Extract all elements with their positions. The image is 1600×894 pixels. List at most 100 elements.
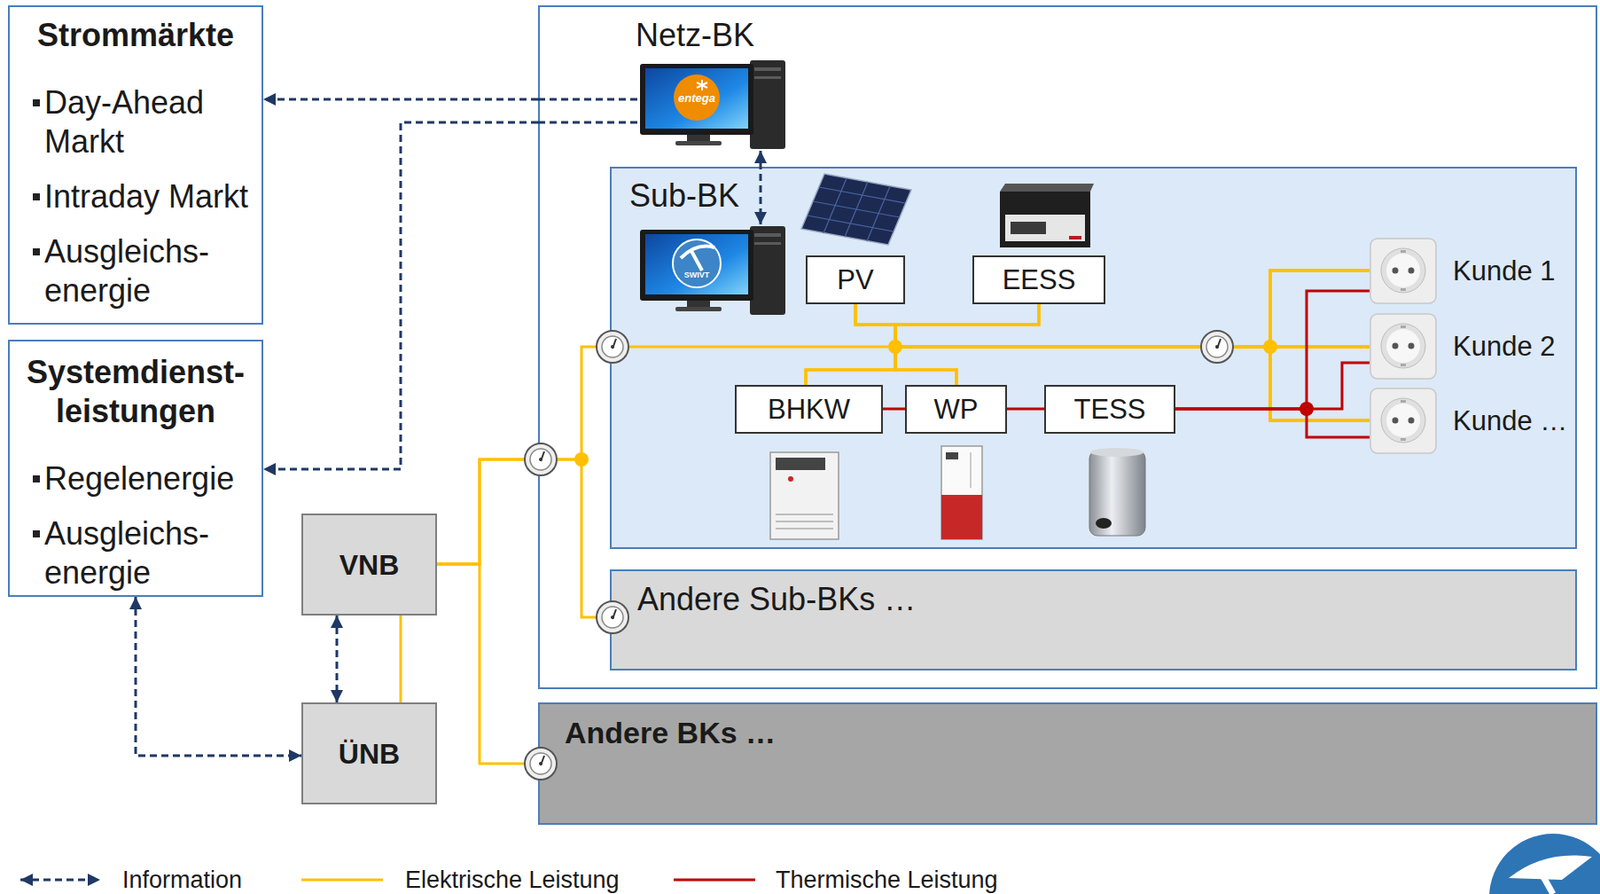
computer-icon-part [675, 306, 722, 312]
screen-logo-text: entega [673, 91, 720, 106]
heat-line [882, 407, 906, 411]
component-box: WP [905, 384, 1007, 434]
power-line [805, 346, 1370, 385]
legend-text: Thermische Leistung [775, 865, 999, 894]
socket-symbol-part [1381, 398, 1426, 443]
legend-samples-part [673, 878, 756, 882]
socket-symbol [1369, 237, 1437, 305]
other-sub-groups-region: Andere Sub-BKs … [609, 569, 1577, 671]
meter-symbol-part [601, 606, 624, 628]
node-text: Andere BKs … [564, 712, 776, 752]
node-text: Intraday Markt [44, 177, 258, 217]
information-arrow [263, 122, 539, 469]
socket-symbol-part [1381, 248, 1426, 293]
wire-stubs [538, 99, 896, 347]
power-line [855, 304, 1370, 421]
socket-symbol-part [1408, 417, 1415, 424]
chp-unit-part [775, 514, 834, 529]
meter-symbol-part [596, 600, 629, 633]
socket-symbol [1369, 387, 1437, 454]
battery-storage-part [1005, 214, 1085, 242]
computer-icon-part [645, 234, 749, 295]
solar-panel [801, 173, 912, 245]
computer-icon-part [749, 60, 786, 149]
computer-icon [640, 60, 786, 149]
other-groups-region: Andere BKs … [538, 702, 1598, 825]
legend-samples-part [20, 878, 101, 882]
chp-unit [770, 452, 839, 539]
socket-symbol [1369, 312, 1437, 380]
junction-dots-part [1263, 339, 1278, 354]
meter-symbol-part [1215, 344, 1219, 349]
computer-icon-part [640, 229, 754, 301]
meter-symbol-part [610, 615, 615, 619]
socket-symbol-part [1392, 267, 1399, 274]
legend-entry: Information [122, 865, 242, 894]
power-line [805, 270, 1370, 385]
power-line [437, 563, 539, 764]
socket-symbol-part [1370, 388, 1437, 453]
information-arrow [335, 615, 339, 703]
node-text: BHKW [767, 392, 851, 427]
heat-line [1006, 407, 1045, 411]
power-line [895, 304, 1370, 421]
socket-symbol-part [1370, 238, 1437, 304]
power-line [895, 270, 1370, 347]
node-text: Ausgleichs- energie [44, 232, 258, 311]
socket-symbol-part [1381, 323, 1426, 368]
battery-storage-part [1010, 221, 1046, 235]
node-text: Day-Ahead Markt [44, 83, 258, 162]
power-line [895, 346, 1370, 421]
computer-icon-part [754, 233, 781, 237]
meter-symbol-part [596, 330, 629, 363]
node-text: TESS [1074, 392, 1147, 427]
balance-group-region: Netz-BKSub-BKPVEESSBHKWWPTESSKunde 1Kund… [538, 5, 1598, 689]
label-wrap: SWIVT [679, 270, 715, 281]
junction-dots [574, 339, 1314, 467]
screen-logo-text: SWIVT [679, 270, 715, 281]
meter-symbol-part [612, 338, 617, 349]
node-text: EESS [1002, 263, 1077, 297]
legend-text: Information [122, 865, 242, 894]
heat-pump-part [969, 452, 972, 488]
box-heading: Strommärkte [13, 15, 258, 55]
box-heading: Systemdienst- leistungen [13, 352, 258, 431]
meter-symbol [596, 600, 629, 633]
power-line [895, 346, 1370, 385]
corner-logo [1489, 833, 1600, 894]
socket-symbol-part [1408, 343, 1415, 350]
operator-box: VNB [301, 513, 438, 616]
socket-symbol-part [1400, 399, 1406, 403]
socket-symbol-part [1408, 267, 1415, 274]
customer-socket: Kunde … [1369, 387, 1576, 454]
power-line [399, 615, 403, 703]
node-text: Netz-BK [635, 15, 755, 55]
power-line [895, 304, 1370, 347]
computer-icon-part [754, 67, 781, 71]
computer-icon-part [675, 140, 722, 146]
meter-symbol-part [612, 608, 617, 619]
socket-symbol-part [1370, 313, 1437, 379]
operator-box: ÜNB [301, 702, 438, 804]
socket-symbol-part [1392, 417, 1399, 424]
power-line [437, 459, 610, 617]
node-text: Kunde … [1452, 404, 1568, 438]
meter-symbol [596, 330, 629, 363]
legend-samples-part [301, 878, 383, 882]
power-line [855, 270, 1370, 347]
meter-symbol [524, 443, 557, 476]
computer-icon-part [754, 241, 781, 245]
component-box: TESS [1044, 384, 1176, 434]
services-box: Systemdienst- leistungenRegelenergieAusg… [7, 339, 264, 597]
socket-symbol-part [1400, 288, 1406, 291]
wire-stubs-part [609, 345, 896, 349]
node-text: Kunde 2 [1452, 329, 1556, 364]
meter-symbol-part [540, 755, 545, 765]
market-box: StrommärkteDay-Ahead MarktIntraday Markt… [7, 5, 264, 325]
legend-entry: Elektrische Leistung [405, 865, 620, 894]
junction-dots-part [1299, 401, 1314, 416]
heat-pump-part [945, 452, 959, 460]
wire-stubs-part [538, 98, 640, 102]
meter-symbol-part [1217, 338, 1221, 349]
